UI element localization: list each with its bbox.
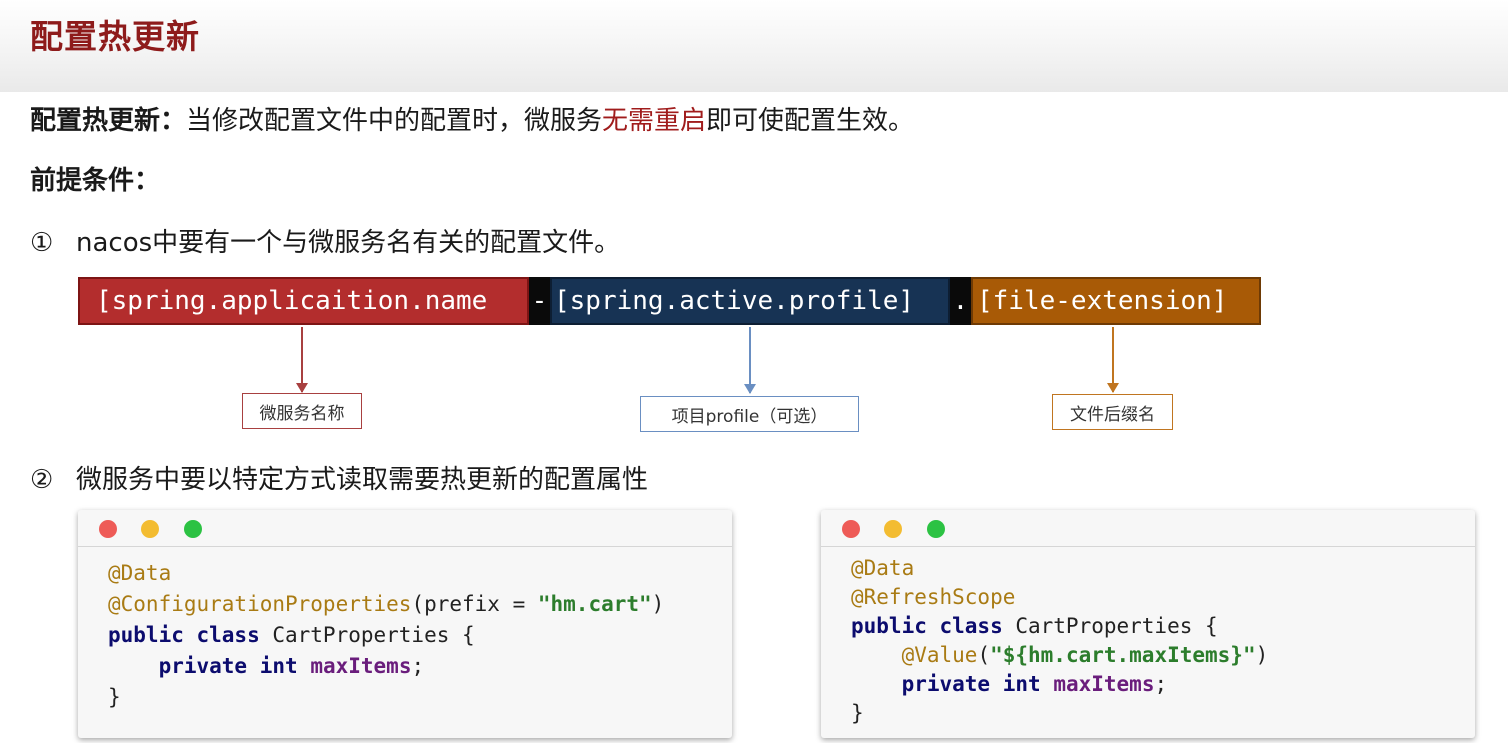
item-2-number: ② [30, 465, 54, 495]
item-1: ① nacos中要有一个与微服务名有关的配置文件。 [30, 222, 620, 259]
intro-text-after: 即可使配置生效。 [706, 106, 915, 136]
code-field: maxItems [1053, 672, 1155, 696]
window-maximize-dot-icon [184, 520, 202, 538]
code-text: ( [977, 643, 991, 667]
item-2-text: 微服务中要以特定方式读取需要热更新的配置属性 [76, 465, 649, 495]
formula-extension: [file-extension] [971, 277, 1261, 325]
item-1-text: nacos中要有一个与微服务名有关的配置文件。 [76, 228, 621, 258]
code-text: ) [1255, 643, 1269, 667]
code-field: maxItems [310, 654, 412, 678]
formula-app-name: [spring.applicaition.name [78, 277, 529, 325]
window-close-dot-icon [99, 520, 117, 538]
code-annotation: @Data [851, 556, 915, 580]
code-keyword: public class [851, 614, 1003, 638]
code-text: ; [1154, 672, 1168, 696]
config-name-formula: [spring.applicaition.name - [spring.acti… [78, 277, 1261, 325]
code-text: CartProperties { [1002, 614, 1218, 638]
code-text: CartProperties { [259, 623, 475, 647]
code-annotation: @Value [901, 643, 978, 667]
formula-dash: - [529, 277, 550, 325]
code-keyword: private int [158, 654, 298, 678]
label-service-name: 微服务名称 [242, 393, 362, 429]
code-keyword: public class [108, 623, 260, 647]
window-minimize-dot-icon [884, 520, 902, 538]
code-text: ) [651, 592, 665, 616]
arrow-profile [744, 327, 756, 394]
code-annotation: @Data [108, 561, 172, 585]
label-extension: 文件后缀名 [1052, 394, 1173, 430]
window-close-dot-icon [842, 520, 860, 538]
code-card-configuration-properties: @Data @ConfigurationProperties(prefix = … [78, 510, 732, 738]
code-card-titlebar [78, 510, 732, 547]
window-minimize-dot-icon [141, 520, 159, 538]
code-text: } [108, 685, 121, 709]
code-text: } [851, 701, 864, 725]
prereq-label: 前提条件： [30, 166, 161, 196]
arrow-extension [1107, 327, 1119, 393]
item-2: ② 微服务中要以特定方式读取需要热更新的配置属性 [30, 459, 648, 496]
code-text: (prefix = [411, 592, 538, 616]
item-1-number: ① [30, 228, 54, 258]
intro-line: 配置热更新：当修改配置文件中的配置时，微服务无需重启即可使配置生效。 [30, 100, 914, 137]
header-bar: 配置热更新 [0, 0, 1508, 92]
intro-text-before: 当修改配置文件中的配置时，微服务 [186, 106, 603, 136]
arrow-service-name [296, 327, 308, 393]
code-card-refresh-scope: @Data @RefreshScope public class CartPro… [821, 510, 1475, 738]
label-profile: 项目profile（可选） [640, 396, 859, 432]
code-annotation: @RefreshScope [851, 585, 1016, 609]
code-keyword: private int [901, 672, 1041, 696]
code-text: ; [411, 654, 425, 678]
code-card-titlebar [821, 510, 1475, 547]
intro-term: 配置热更新： [30, 106, 187, 136]
code-block-1: @Data @ConfigurationProperties(prefix = … [108, 558, 664, 713]
code-annotation: @ConfigurationProperties [108, 592, 412, 616]
formula-profile: [spring.active.profile] [550, 277, 950, 325]
code-string: "${hm.cart.maxItems}" [990, 643, 1256, 667]
page-title: 配置热更新 [30, 17, 200, 56]
code-block-2: @Data @RefreshScope public class CartPro… [851, 554, 1268, 728]
window-maximize-dot-icon [927, 520, 945, 538]
intro-highlight: 无需重启 [602, 106, 707, 136]
formula-dot: . [950, 277, 971, 325]
code-string: "hm.cart" [537, 592, 652, 616]
